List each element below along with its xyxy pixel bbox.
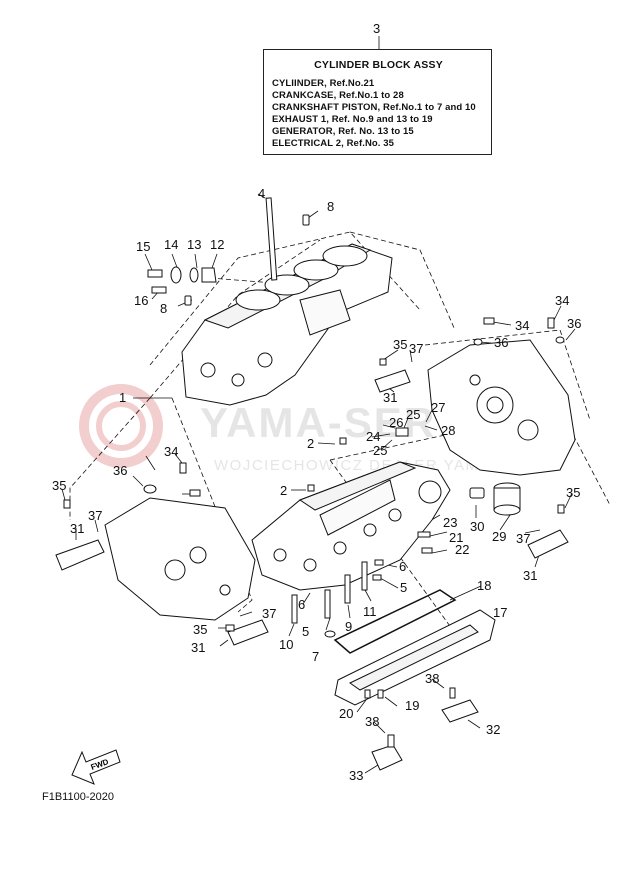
callout-11: 11 — [363, 604, 377, 619]
engine-mounts — [55, 369, 569, 646]
callout-29: 29 — [492, 529, 506, 544]
callout-28: 28 — [441, 423, 455, 438]
oil-pan — [334, 609, 496, 706]
callout-37: 37 — [409, 341, 423, 356]
callout-25: 25 — [373, 443, 387, 458]
callout-35: 35 — [193, 622, 207, 637]
stud-bolt — [184, 197, 310, 306]
callout-6: 6 — [298, 597, 305, 612]
callout-34: 34 — [164, 444, 178, 459]
callout-34: 34 — [555, 293, 569, 308]
callout-22: 22 — [455, 542, 469, 557]
callout-27: 27 — [431, 400, 445, 415]
callout-15: 15 — [136, 239, 150, 254]
callout-8: 8 — [327, 199, 334, 214]
assembly-info-box: CYLINDER BLOCK ASSY CYLIINDER, Ref.No.21… — [263, 49, 492, 155]
callout-37: 37 — [88, 508, 102, 523]
callout-24: 24 — [366, 429, 380, 444]
diagram-code: F1B1100-2020 — [42, 791, 114, 803]
callout-38: 38 — [365, 714, 379, 729]
info-line-crankcase: CRANKCASE, Ref.No.1 to 28 — [272, 90, 404, 101]
oil-pan-gasket — [333, 589, 457, 654]
callout-32: 32 — [486, 722, 500, 737]
callout-6: 6 — [399, 559, 406, 574]
callout-2: 2 — [307, 436, 314, 451]
callout-26: 26 — [389, 415, 403, 430]
callout-38: 38 — [425, 671, 439, 686]
callout-10: 10 — [279, 637, 293, 652]
callout-34: 34 — [515, 318, 529, 333]
callout-7: 7 — [312, 649, 319, 664]
callout-9: 9 — [345, 619, 352, 634]
callout-33: 33 — [349, 768, 363, 783]
callout-5: 5 — [400, 580, 407, 595]
bracket-32 — [441, 699, 479, 723]
watermark-subtitle: WOJCIECHOWICZ DEALER YAMAHA — [214, 457, 515, 474]
callout-31: 31 — [523, 568, 537, 583]
callout-4: 4 — [258, 186, 265, 201]
callout-31: 31 — [70, 521, 84, 536]
info-line-generator: GENERATOR, Ref. No. 13 to 15 — [272, 126, 414, 137]
crankcase-upper-lower — [251, 461, 451, 591]
cylinder-block — [181, 243, 393, 406]
info-line-crankshaft: CRANKSHAFT PISTON, Ref.No.1 to 7 and 10 — [272, 102, 476, 113]
callout-2: 2 — [280, 483, 287, 498]
info-box-title: CYLINDER BLOCK ASSY — [314, 59, 443, 71]
callout-3: 3 — [373, 21, 380, 36]
callout-19: 19 — [405, 698, 419, 713]
callout-30: 30 — [470, 519, 484, 534]
oil-filter — [469, 482, 521, 516]
callout-35: 35 — [566, 485, 580, 500]
callout-16: 16 — [134, 293, 148, 308]
callout-31: 31 — [383, 390, 397, 405]
fwd-arrow: FWD — [71, 749, 121, 785]
callout-35: 35 — [52, 478, 66, 493]
callout-31: 31 — [191, 640, 205, 655]
callout-23: 23 — [443, 515, 457, 530]
callout-36: 36 — [494, 335, 508, 350]
callout-14: 14 — [164, 237, 178, 252]
callout-numbers: 3 1 2 2 4 5 5 6 6 7 8 8 9 10 11 12 13 14… — [52, 21, 581, 783]
crankcase-bolts — [291, 559, 384, 638]
mount-33 — [371, 734, 403, 771]
callout-25: 25 — [406, 407, 420, 422]
callout-5: 5 — [302, 624, 309, 639]
callout-37: 37 — [516, 531, 530, 546]
small-fasteners — [63, 317, 565, 699]
callout-18: 18 — [477, 578, 491, 593]
callout-8: 8 — [160, 301, 167, 316]
generator-cover-left — [104, 497, 256, 621]
washers-bolts-12-16 — [147, 266, 217, 294]
info-line-electrical: ELECTRICAL 2, Ref.No. 35 — [272, 138, 395, 149]
callout-36: 36 — [567, 316, 581, 331]
right-cover — [427, 339, 576, 476]
callout-17: 17 — [493, 605, 507, 620]
callout-21: 21 — [449, 530, 463, 545]
callout-12: 12 — [210, 237, 224, 252]
info-line-cylinder: CYLIINDER, Ref.No.21 — [272, 78, 375, 89]
callout-1: 1 — [119, 390, 126, 405]
callout-37: 37 — [262, 606, 276, 621]
callout-36: 36 — [113, 463, 127, 478]
info-line-exhaust: EXHAUST 1, Ref. No.9 and 13 to 19 — [272, 114, 433, 125]
callout-20: 20 — [339, 706, 353, 721]
callout-13: 13 — [187, 237, 201, 252]
callout-35: 35 — [393, 337, 407, 352]
